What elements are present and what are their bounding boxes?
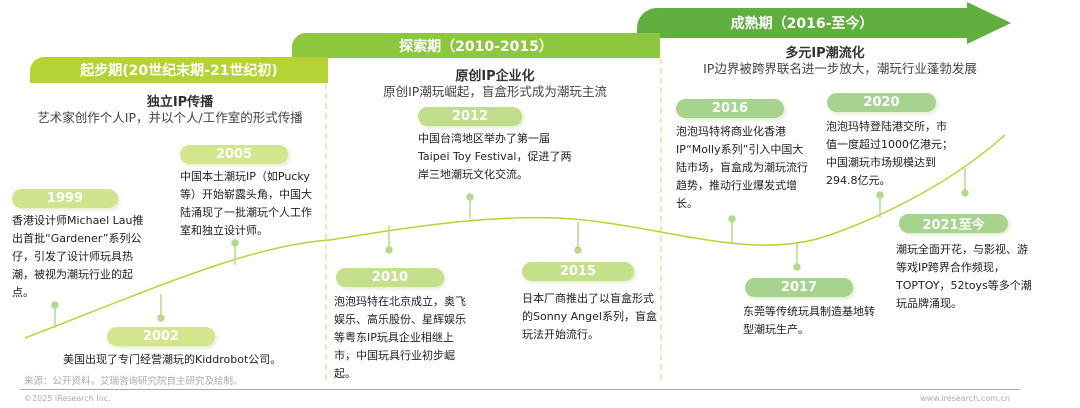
source-note: 来源：公开资料，艾瑞咨询研究院自主研究及绘制。 bbox=[24, 376, 243, 387]
event-text: 香港设计师Michael Lau推出首批“Gardener”系列公仔，引发了设计… bbox=[12, 214, 144, 299]
year-pill: 2021至今 bbox=[899, 214, 1008, 233]
phase-desc: 原创IP潮玩崛起，盲盒形式成为潮玩主流 bbox=[383, 84, 607, 99]
phase-divider bbox=[660, 58, 662, 380]
arrow-head-icon bbox=[967, 2, 1011, 44]
event-text: 潮玩全面开花，与影视、游等戏IP跨界合作频现，TOPTOY，52toys等多个潮… bbox=[896, 243, 1032, 310]
year-pill: 2005 bbox=[180, 145, 288, 164]
event-text: 泡泡玛特将商业化香港IP“Molly系列”引入中国大陆市场，盲盒成为潮玩流行趋势… bbox=[676, 125, 808, 210]
year-pill: 2017 bbox=[745, 278, 853, 297]
phase-banner-explore: 探索期（2010-2015） bbox=[292, 33, 660, 58]
year-pill: 1999 bbox=[12, 189, 118, 208]
website-link[interactable]: www.iresearch.com.cn bbox=[920, 394, 1010, 403]
phase-banner-start: 起步期(20世纪末期-21世纪初) bbox=[30, 57, 328, 83]
year-pill: 2016 bbox=[676, 99, 784, 118]
event-text: 中国台湾地区举办了第一届Taipei Toy Festival，促进了两岸三地潮… bbox=[418, 132, 572, 181]
phase-subtitle: 独立IP传播 bbox=[146, 95, 214, 110]
event-text: 日本厂商推出了以盲盒形式的Sonny Angel系列，盲盒玩法开始流行。 bbox=[522, 292, 657, 341]
year-pill: 2010 bbox=[336, 268, 444, 287]
phase-title: 成熟期（2016-至今） bbox=[730, 16, 874, 32]
phase-divider bbox=[325, 83, 327, 380]
phase-desc: 艺术家创作个人IP，并以个人/工作室的形式传播 bbox=[37, 110, 303, 125]
stems bbox=[51, 168, 969, 328]
event-text: 美国出现了专门经营潮玩的Kiddrobot公司。 bbox=[63, 353, 282, 366]
event-text: 东莞等传统玩具制造基地转型潮玩生产。 bbox=[743, 305, 875, 336]
footer-rule bbox=[20, 389, 1020, 390]
phase-subtitle: 原创IP企业化 bbox=[455, 69, 535, 84]
event-text: 中国本土潮玩IP（如Pucky等）开始崭露头角，中国大陆涌现了一批潮玩个人工作室… bbox=[180, 170, 312, 237]
year-pill: 2020 bbox=[827, 93, 936, 112]
phase-title: 起步期(20世纪末期-21世纪初) bbox=[80, 63, 278, 79]
phase-title: 探索期（2010-2015） bbox=[399, 38, 553, 55]
phase-desc: IP边界被跨界联名进一步放大，潮玩行业蓬勃发展 bbox=[703, 61, 977, 76]
phase-banner-mature: 成熟期（2016-至今） bbox=[637, 8, 967, 38]
phase-subtitle: 多元IP潮流化 bbox=[785, 46, 865, 61]
year-pill: 2002 bbox=[107, 327, 215, 346]
year-pill: 2015 bbox=[522, 262, 634, 281]
year-pill: 2012 bbox=[418, 107, 522, 126]
copyright: ©2025 iResearch Inc. bbox=[24, 394, 111, 403]
event-text: 泡泡玛特登陆港交所，市值一度超过1000亿港元；中国潮玩市场规模达到294.8亿… bbox=[826, 120, 953, 187]
event-text: 泡泡玛特在北京成立，奥飞娱乐、高乐股份、星辉娱乐等粤东IP玩具企业相继上市，中国… bbox=[334, 295, 466, 380]
